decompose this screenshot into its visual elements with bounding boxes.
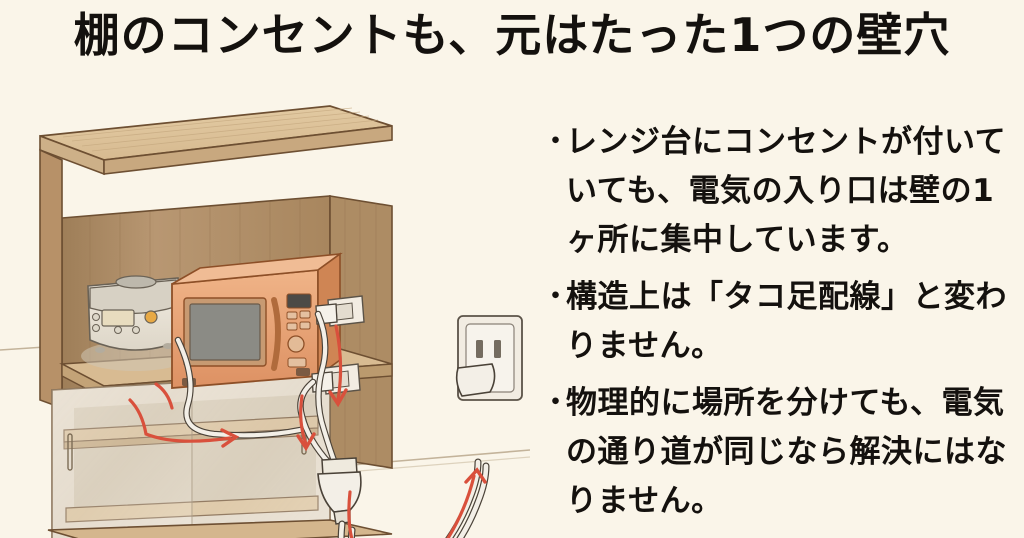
wall-outlet[interactable]: [455, 315, 523, 401]
rice-cooker-shadow: [81, 341, 189, 371]
glass-door-right[interactable]: [191, 373, 331, 537]
rice-cooker-display: [101, 309, 135, 327]
shelf-plinth: [47, 519, 393, 538]
rice-cooker-cook-button[interactable]: [144, 310, 158, 324]
microwave-oven: [171, 252, 343, 389]
rice-cooker-button-b[interactable]: [92, 324, 100, 332]
wall-outlet-slot-right: [494, 340, 501, 358]
flow-arrows: [128, 324, 487, 538]
microwave-foot-right: [296, 368, 310, 376]
rice-cooker-foot-left: [95, 347, 105, 353]
list-item: ・ 構造上は「タコ足配線」と変わりません。: [540, 273, 1010, 371]
kitchen-shelf-wiring-illustration: [0, 78, 530, 538]
wall-outlet-slot-left: [476, 340, 483, 358]
page-title: 棚のコンセントも、元はたった1つの壁穴: [73, 8, 951, 62]
bullet-marker-icon: ・: [540, 124, 571, 160]
shelf-left-side-panel: [39, 148, 63, 410]
wall-outlet-plug[interactable]: [455, 363, 496, 397]
glass-door-handle-left[interactable]: [67, 433, 73, 471]
rice-cooker-button-d[interactable]: [132, 326, 140, 334]
microwave-window: [189, 303, 261, 361]
microwave-keypad-2[interactable]: [299, 310, 311, 319]
microwave-keypad-3[interactable]: [286, 322, 298, 331]
microwave-keypad-4[interactable]: [299, 321, 311, 330]
bullet-marker-icon: ・: [540, 279, 571, 315]
bullet-marker-icon: ・: [540, 385, 571, 421]
shelf-top-board-front-edge: [103, 125, 393, 175]
top-board-grain: [62, 107, 379, 152]
rice-cooker-button-a[interactable]: [92, 313, 100, 321]
rice-cooker-steam-vent: [115, 275, 157, 289]
side-panel-grain: [344, 198, 377, 465]
microwave-handle[interactable]: [271, 297, 281, 371]
cord-bundle: [174, 310, 490, 538]
bullet-text: 物理的に場所を分けても、電気の通り道が同じなら解決にはなりません。: [566, 385, 1007, 519]
rice-cooker-button-c[interactable]: [114, 326, 122, 334]
bullet-text: 構造上は「タコ足配線」と変わりません。: [566, 279, 1007, 364]
shelf-outlet-upper-socket: [335, 302, 354, 321]
rice-cooker-foot-right: [163, 343, 173, 349]
rice-cooker: [81, 275, 189, 371]
microwave-dial[interactable]: [287, 335, 305, 353]
list-item: ・ 物理的に場所を分けても、電気の通り道が同じなら解決にはなりません。: [540, 379, 1010, 526]
microwave-display: [286, 293, 312, 309]
bullet-text: レンジ台にコンセントが付いていても、電気の入り口は壁の1ヶ所に集中しています。: [566, 124, 1007, 258]
list-item: ・ レンジ台にコンセントが付いていても、電気の入り口は壁の1ヶ所に集中しています…: [540, 118, 1010, 265]
microwave-start-button[interactable]: [287, 357, 307, 368]
bullet-list: ・ レンジ台にコンセントが付いていても、電気の入り口は壁の1ヶ所に集中しています…: [540, 118, 1010, 534]
microwave-keypad-1[interactable]: [286, 311, 298, 320]
